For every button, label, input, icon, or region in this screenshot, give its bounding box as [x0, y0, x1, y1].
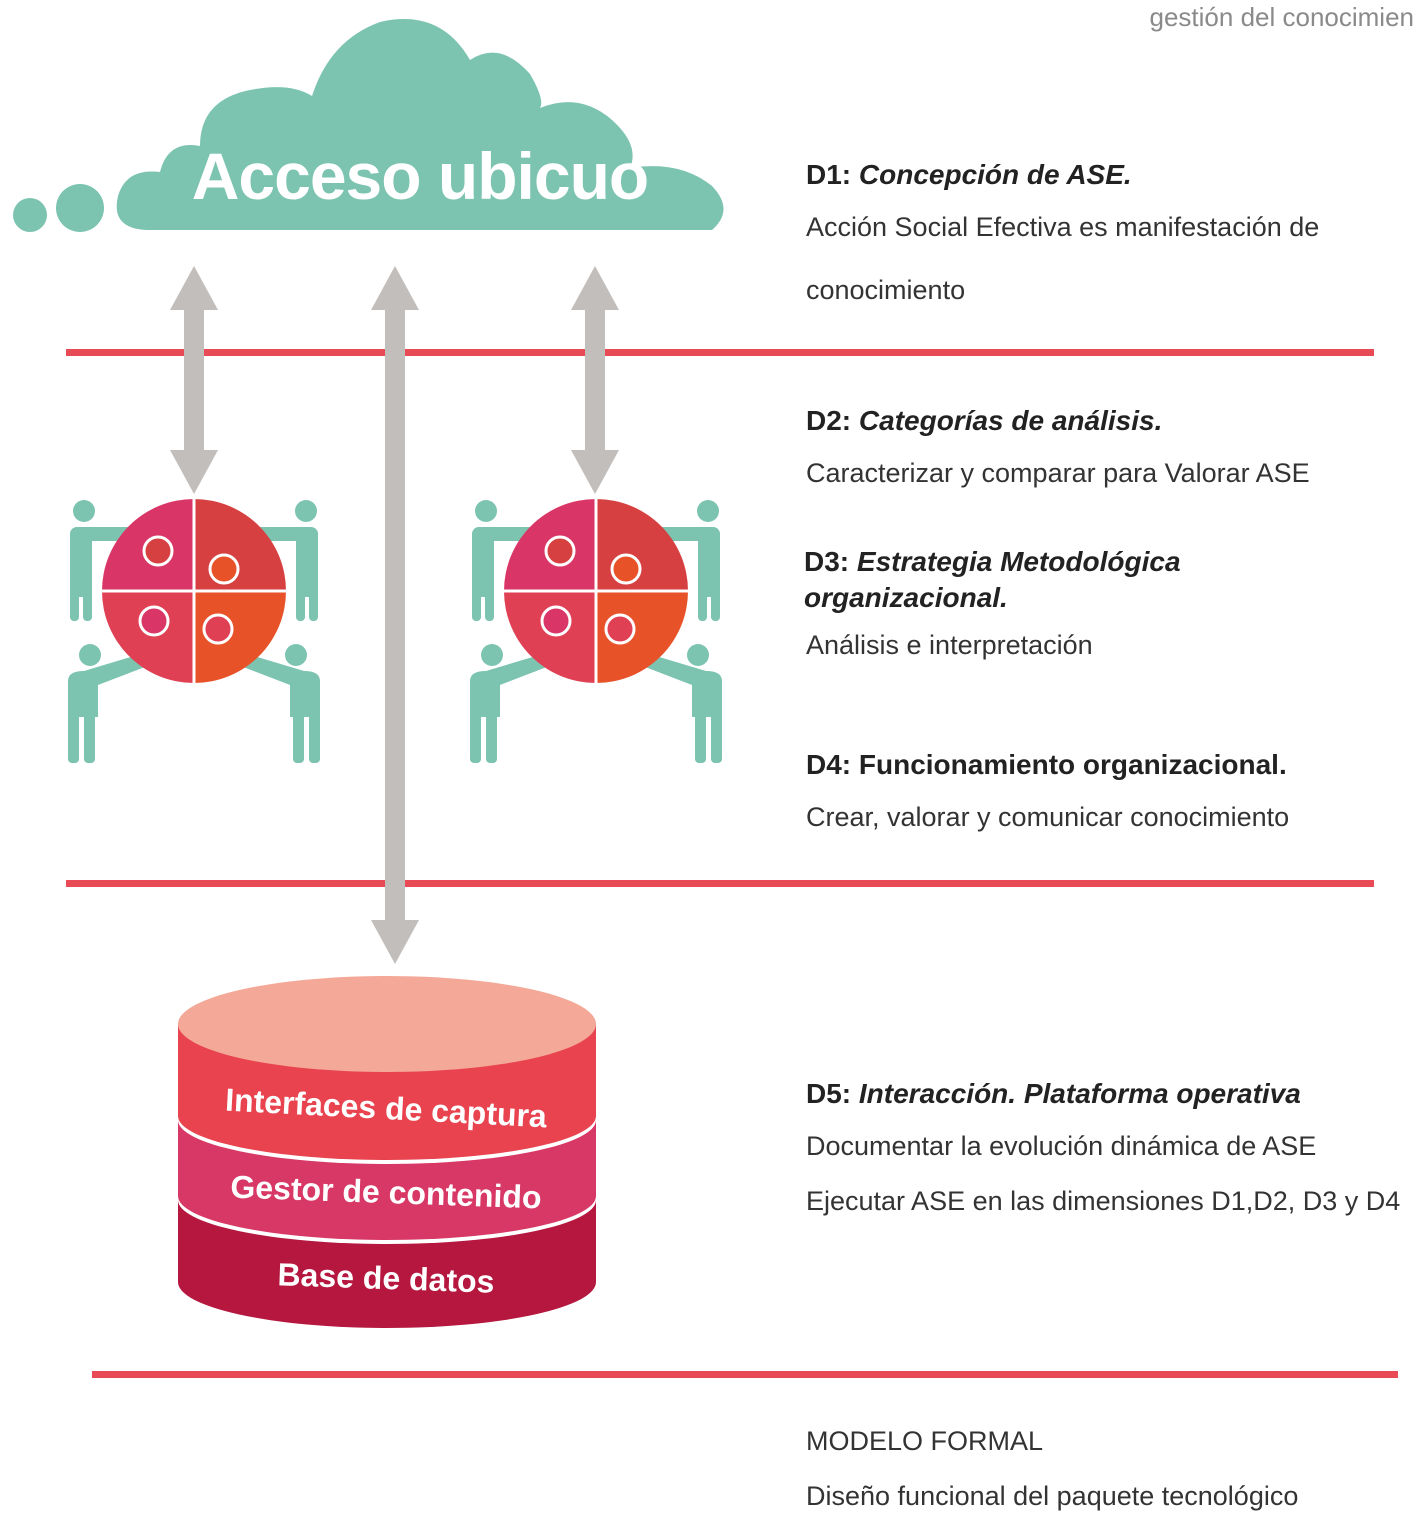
d3-title-line-2: organizacional. — [804, 582, 1008, 613]
double-arrow-icon — [371, 266, 419, 964]
d3-title-line-1: Estrategia Metodológica — [856, 546, 1181, 577]
model-line-1: Diseño funcional del paquete tecnológico — [806, 1481, 1299, 1511]
cloud-icon — [13, 19, 724, 232]
d4-line-1: Crear, valorar y comunicar conocimiento — [806, 802, 1290, 832]
d4-title: D4: Funcionamiento organizacional. — [806, 749, 1287, 780]
dimension-d1: D1: Concepción de ASE. Acción Social Efe… — [806, 156, 1319, 306]
d3-title: D3: Estrategia Metodológica organizacion… — [804, 544, 1181, 616]
dimension-d2: D2: Categorías de análisis. Caracterizar… — [806, 402, 1310, 489]
double-arrow-icon — [571, 266, 619, 494]
d1-line-1: Acción Social Efectiva es manifestación … — [806, 212, 1320, 242]
puzzle-team-icon — [66, 497, 322, 765]
d5-title: D5: Interacción. Plataforma operativa — [806, 1075, 1400, 1113]
dimension-d5: D5: Interacción. Plataforma operativa Do… — [806, 1075, 1400, 1217]
d1-title: D1: Concepción de ASE. — [806, 156, 1319, 194]
d2-title: D2: Categorías de análisis. — [806, 402, 1310, 440]
d5-title-text: Interacción. Plataforma operativa — [858, 1078, 1301, 1109]
d1-title-text: Concepción de ASE. — [858, 159, 1132, 190]
corner-caption: gestión del conocimien — [1149, 2, 1415, 32]
d5-line-2: Ejecutar ASE en las dimensiones D1,D2, D… — [806, 1186, 1401, 1216]
database-cylinder-icon — [178, 976, 596, 1328]
d5-line-1: Documentar la evolución dinámica de ASE — [806, 1131, 1317, 1161]
d2-code: D2: — [806, 405, 852, 436]
d2-title-text: Categorías de análisis. — [858, 405, 1163, 436]
dimension-d3: D3: Estrategia Metodológica organizacion… — [804, 544, 1181, 661]
d3-line-1: Análisis e interpretación — [806, 630, 1093, 660]
d2-line-1: Caracterizar y comparar para Valorar ASE — [806, 458, 1310, 488]
cloud-label: Acceso ubicuo — [191, 139, 649, 213]
d1-code: D1: — [806, 159, 852, 190]
double-arrow-icon — [170, 266, 218, 494]
dimension-d4: D4: Funcionamiento organizacional. Crear… — [806, 746, 1289, 833]
puzzle-team-icon — [468, 497, 724, 765]
d5-code: D5: — [806, 1078, 852, 1109]
divider-line-1 — [66, 349, 1374, 356]
model-title: MODELO FORMAL — [806, 1426, 1044, 1456]
model-section: MODELO FORMAL Diseño funcional del paque… — [806, 1426, 1298, 1512]
divider-line-2 — [66, 880, 1374, 887]
d3-code: D3: — [804, 546, 850, 577]
divider-line-3 — [92, 1371, 1398, 1378]
d1-line-2: conocimiento — [806, 275, 966, 305]
